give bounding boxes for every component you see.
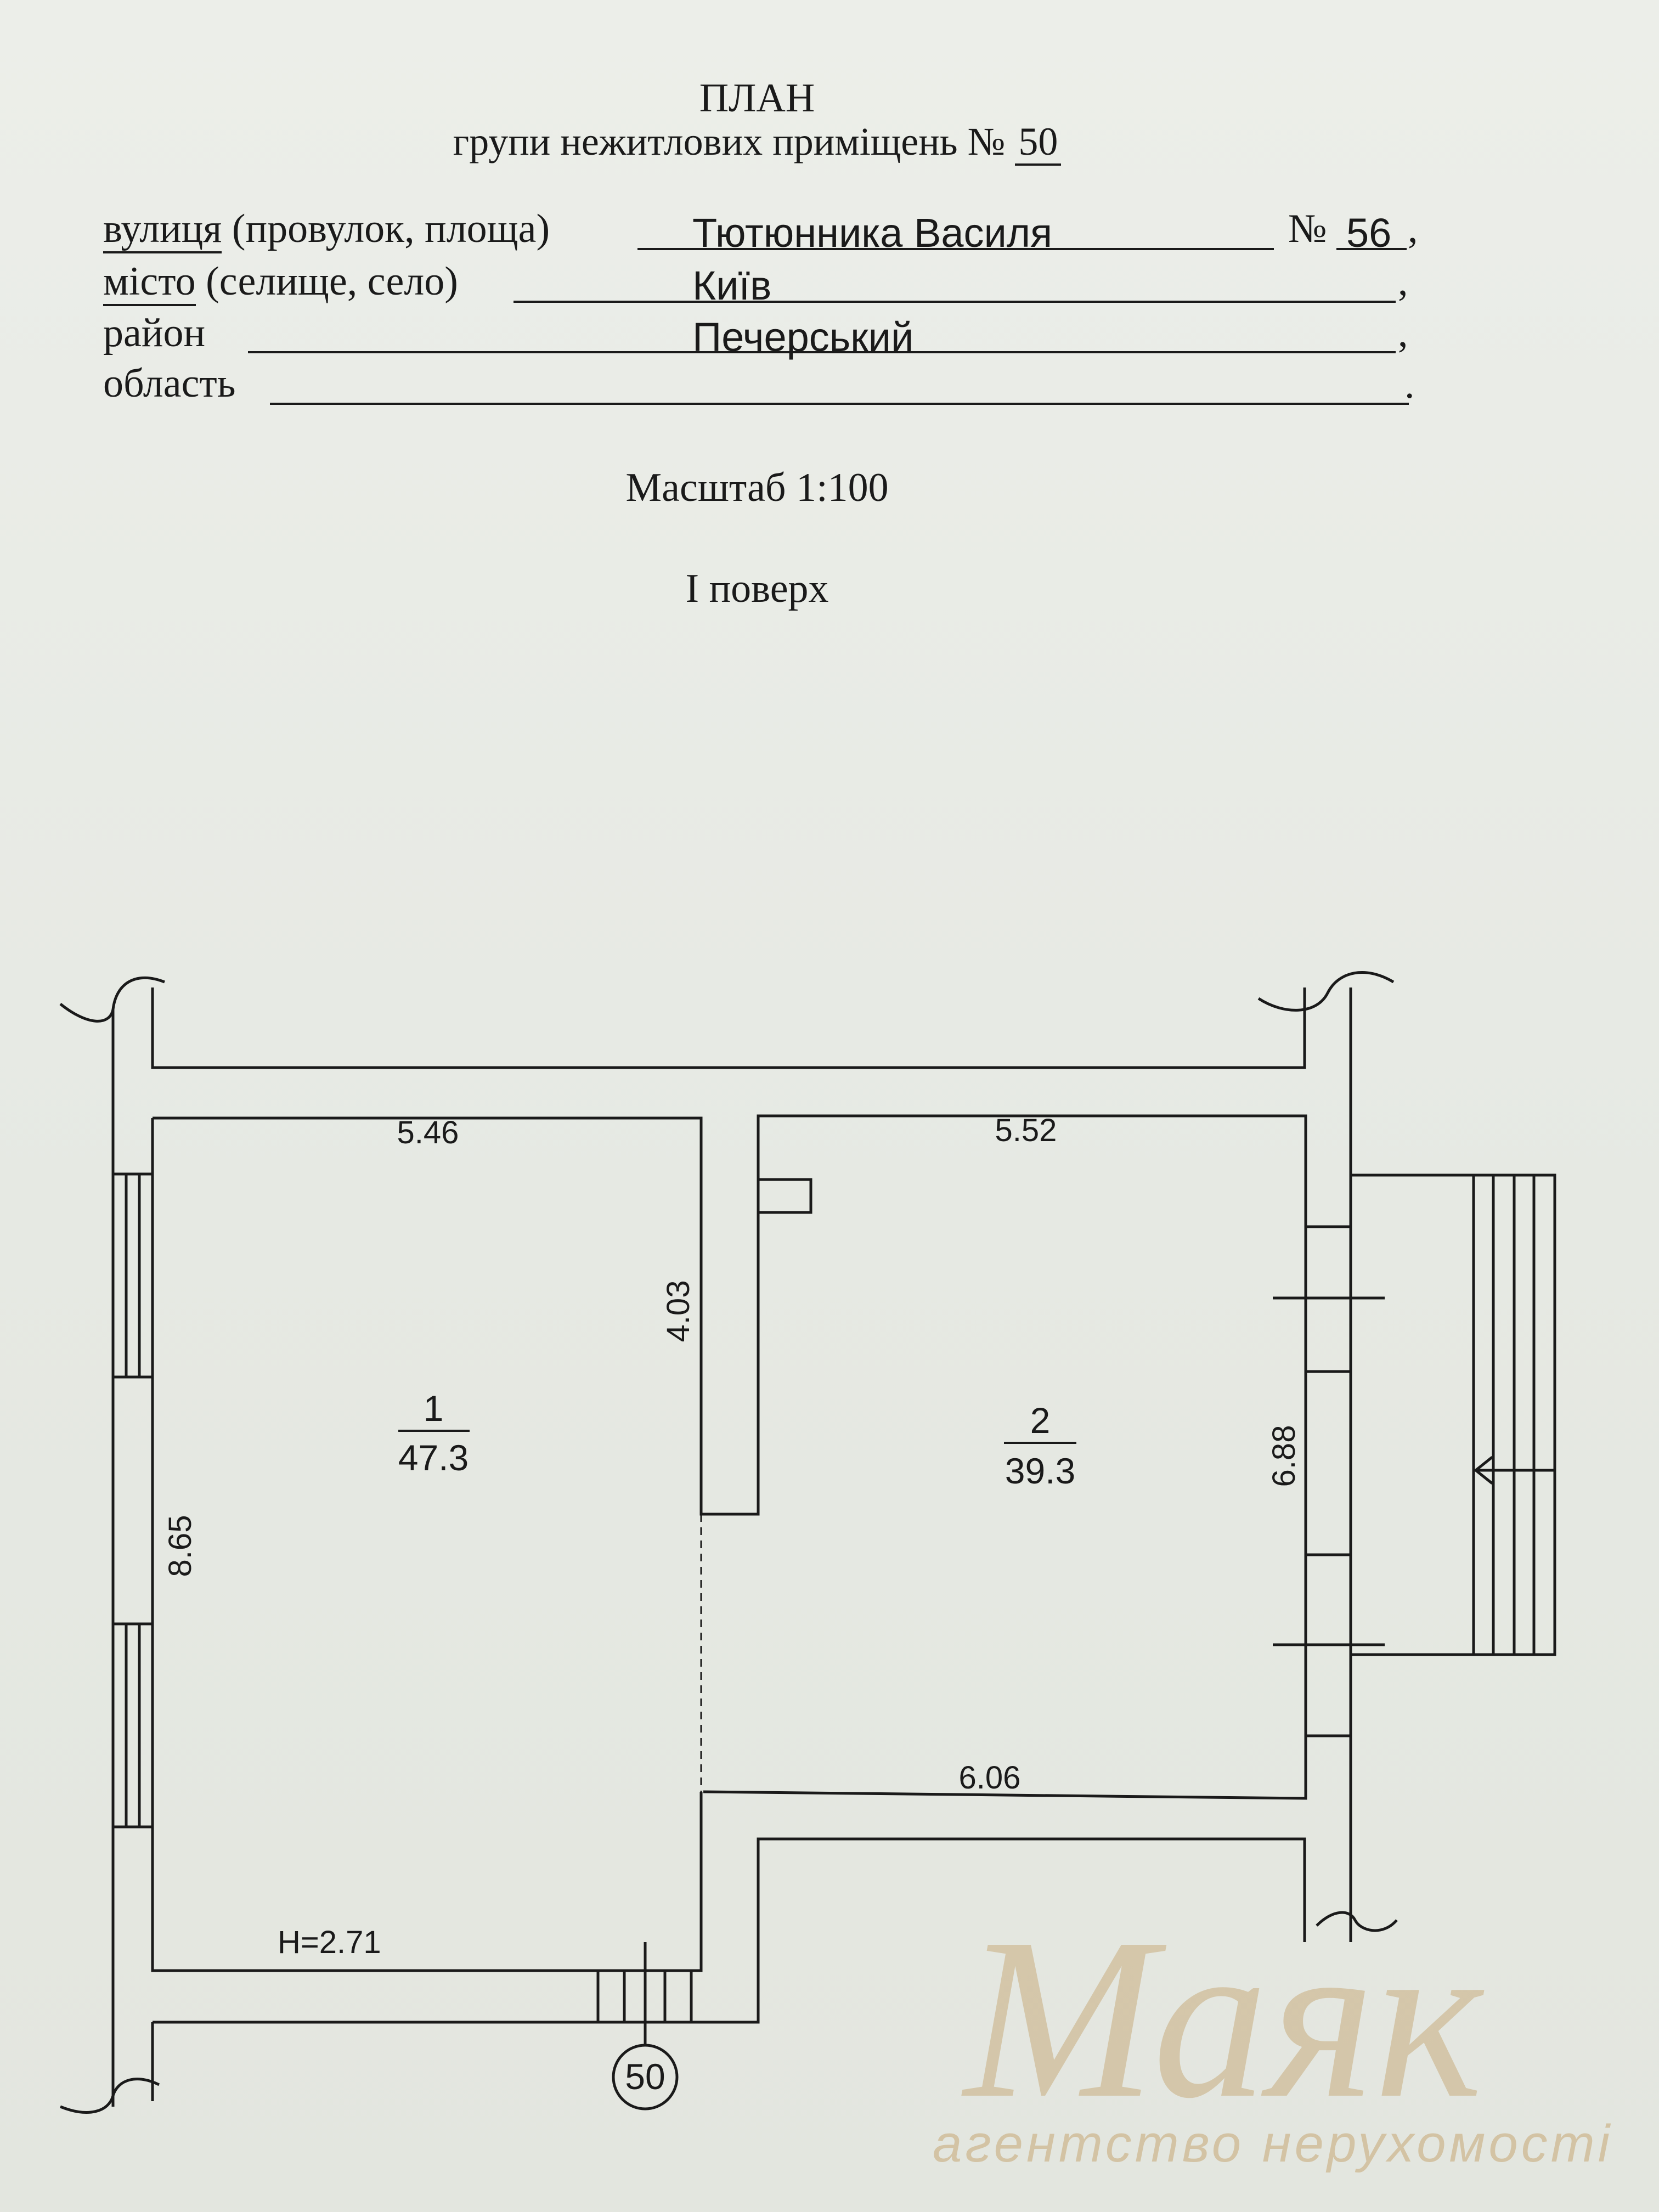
- district-value: Печерський: [692, 314, 914, 360]
- city-underline: [514, 301, 1396, 303]
- room-2-number: 2: [1030, 1400, 1051, 1441]
- street-label: вулиця: [103, 206, 222, 253]
- scale-label: Масштаб 1:100: [625, 465, 889, 510]
- street-underline: [637, 248, 1274, 250]
- city-value: Київ: [692, 263, 772, 308]
- document-title: ПЛАН: [699, 76, 815, 121]
- region-label: область: [103, 361, 236, 406]
- bottom-wall: [153, 1837, 1306, 2024]
- street-value: Тютюнника Василя: [692, 210, 1053, 256]
- watermark-tagline: агентство нерухомості: [933, 2114, 1613, 2173]
- document-subtitle: групи нежитлових приміщень № 50: [0, 120, 1514, 166]
- number-label: №: [1288, 206, 1327, 251]
- watermark-logo: Маяк: [961, 1891, 1487, 2146]
- region-underline: [270, 403, 1409, 405]
- comma-1: ,: [1408, 206, 1418, 251]
- district-underline: [248, 351, 1396, 353]
- comma-3: ,: [1398, 311, 1408, 356]
- dim-room2-bottom: 6.06: [959, 1760, 1021, 1796]
- floor-label: І поверх: [685, 566, 829, 611]
- dim-room2-top: 5.52: [995, 1113, 1057, 1148]
- entrance-marker-number: 50: [625, 2056, 665, 2097]
- top-corridor-wall: [151, 988, 1306, 1069]
- comma-2: ,: [1398, 259, 1408, 304]
- dim-room1-left: 8.65: [162, 1515, 198, 1577]
- wall-niche: [758, 1178, 812, 1214]
- room-1-number: 1: [424, 1388, 444, 1429]
- dim-height: H=2.71: [278, 1925, 381, 1960]
- wall-break-top-right: [1257, 971, 1395, 1012]
- period: .: [1404, 362, 1415, 407]
- room-walls-inner: [153, 1114, 1307, 1800]
- number-value: 56: [1346, 210, 1392, 256]
- stair-arrow-head: [1473, 1456, 1493, 1485]
- room-1-outline: [151, 1118, 703, 1972]
- window-left-upper: [111, 1172, 154, 1379]
- dim-room1-top: 5.46: [397, 1115, 459, 1150]
- dim-room2-right: 6.88: [1266, 1425, 1302, 1487]
- wall-break-bottom-right: [1316, 1911, 1398, 1932]
- street-hint: (провулок, площа): [232, 206, 550, 251]
- dim-partition: 4.03: [661, 1280, 696, 1342]
- wall-break-bottom-left: [60, 2078, 160, 2114]
- street-row-label: вулиця (провулок, площа): [103, 206, 550, 253]
- subtitle-prefix: групи нежитлових приміщень №: [453, 120, 1006, 163]
- district-label: район: [103, 311, 206, 356]
- city-row-label: місто (селище, село): [103, 259, 458, 306]
- room-1-area: 47.3: [398, 1437, 469, 1478]
- number-underline: [1336, 248, 1407, 250]
- room-2-area: 39.3: [1005, 1451, 1075, 1491]
- group-number: 50: [1015, 120, 1062, 166]
- entrance-marker-circle: [612, 2044, 679, 2111]
- city-label: місто: [103, 259, 196, 306]
- exterior-stairs: [1349, 1173, 1556, 1656]
- window-left-lower: [111, 1622, 154, 1829]
- city-hint: (селище, село): [206, 259, 458, 304]
- wall-break-top-left: [59, 976, 165, 1023]
